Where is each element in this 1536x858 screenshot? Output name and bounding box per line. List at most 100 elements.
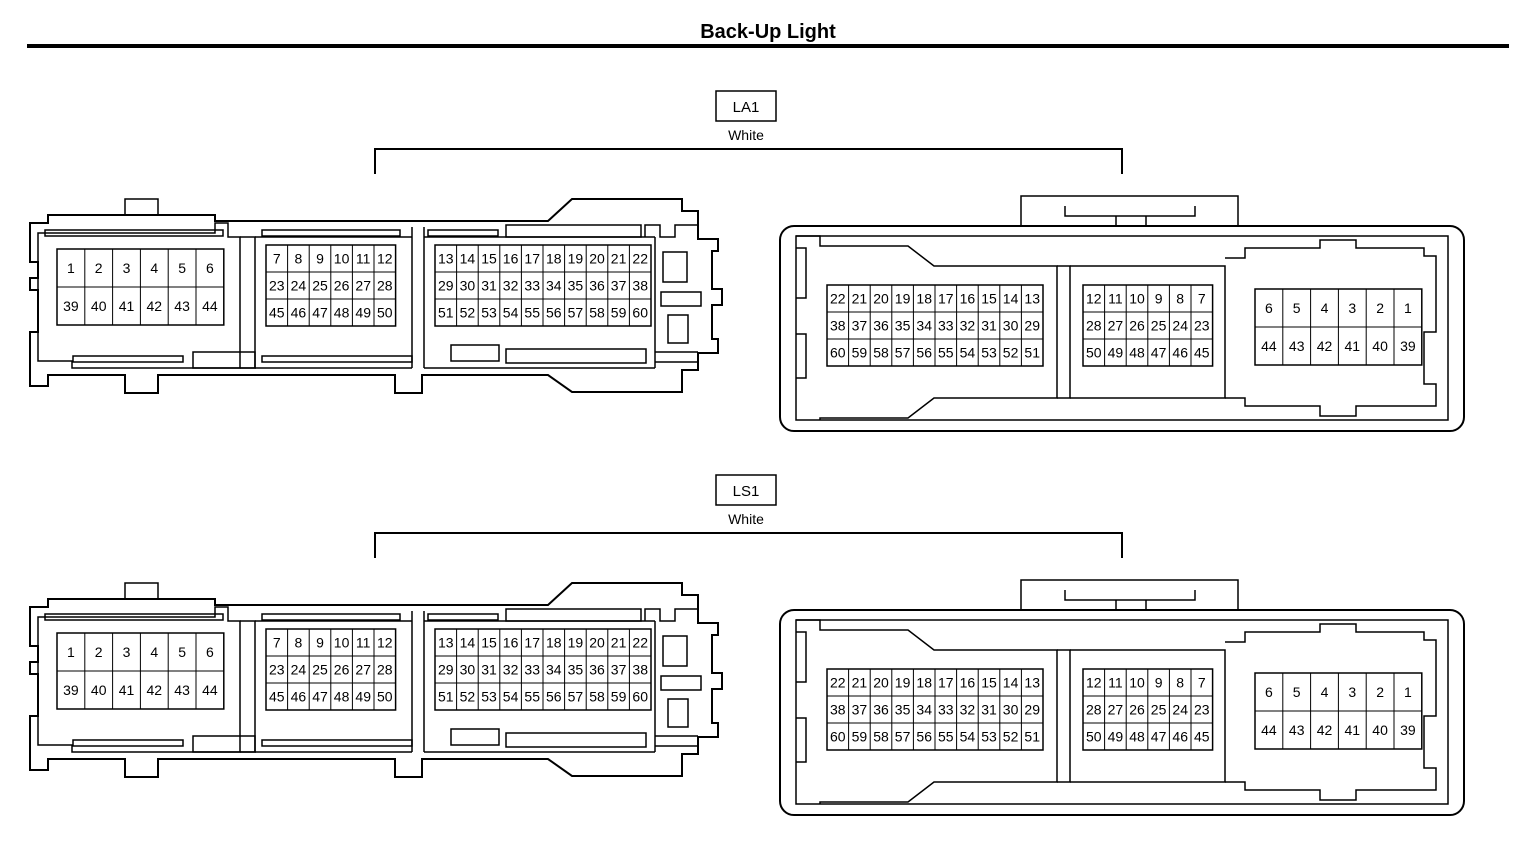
connector-bracket [374,148,1123,174]
pin-number: 53 [481,689,497,705]
pin-number: 43 [174,682,190,698]
pin-number: 27 [355,278,371,294]
pin-number: 37 [852,702,868,718]
pin-number: 18 [916,675,932,691]
pin-number: 12 [1086,291,1102,307]
pin-number: 50 [1086,729,1102,745]
pin-number: 26 [334,278,350,294]
pin-number: 13 [1024,291,1040,307]
pin-number: 9 [316,251,324,267]
pin-number: 12 [1086,675,1102,691]
pin-number: 33 [938,318,954,334]
pin-number: 36 [873,318,889,334]
pin-number: 11 [1108,675,1123,691]
pin-number: 57 [895,345,911,361]
pin-number: 42 [1317,338,1333,354]
pin-number: 12 [377,251,393,267]
pin-number: 10 [1129,675,1145,691]
pin-number: 20 [589,251,605,267]
pin-number: 30 [1003,702,1019,718]
pin-number: 24 [1172,318,1188,334]
pin-number: 55 [938,729,954,745]
pin-number: 17 [938,675,954,691]
pin-number: 22 [632,251,648,267]
pin-number: 58 [589,689,605,705]
pin-number: 2 [95,644,103,660]
pin-number: 15 [981,675,997,691]
pin-number: 23 [269,662,285,678]
pin-number: 36 [873,702,889,718]
connector-color: White [728,127,764,143]
pin-number: 6 [206,644,214,660]
pin-number: 16 [960,291,976,307]
pin-number: 21 [852,675,868,691]
pin-number: 29 [1024,702,1040,718]
pin-number: 38 [632,278,648,294]
pin-number: 40 [1372,722,1388,738]
pin-number: 19 [895,675,911,691]
pin-number: 51 [438,305,454,321]
pin-number: 14 [1003,291,1019,307]
pin-number: 20 [873,675,889,691]
pin-number: 41 [119,682,135,698]
pin-number: 13 [438,635,454,651]
pin-number: 3 [123,644,131,660]
pin-number: 48 [334,305,350,321]
pin-number: 37 [611,278,627,294]
pin-number: 59 [852,345,868,361]
pin-number: 23 [269,278,285,294]
pin-number: 28 [377,662,393,678]
pin-number: 55 [938,345,954,361]
pin-number: 2 [1376,684,1384,700]
pin-number: 27 [1108,702,1124,718]
pin-number: 57 [568,305,584,321]
pin-number: 7 [273,251,281,267]
pin-number: 54 [503,689,519,705]
pin-number: 19 [895,291,911,307]
pin-number: 40 [1372,338,1388,354]
pin-number: 49 [355,689,371,705]
pin-number: 42 [1317,722,1333,738]
diagram-title: Back-Up Light [700,21,836,43]
pin-number: 43 [1289,338,1305,354]
pin-number: 52 [1003,729,1019,745]
pin-number: 56 [916,729,932,745]
pin-number: 29 [1024,318,1040,334]
pin-number: 7 [1198,675,1206,691]
pin-number: 19 [568,251,584,267]
pin-number: 35 [568,662,584,678]
pin-number: 47 [312,689,328,705]
pin-number: 54 [960,345,976,361]
pin-number: 11 [356,251,371,267]
pin-number: 25 [1151,702,1167,718]
pin-number: 10 [1129,291,1145,307]
pin-number: 45 [1194,345,1210,361]
pin-number: 41 [119,298,135,314]
pin-number: 28 [377,278,393,294]
pin-number: 34 [916,702,932,718]
pin-number: 60 [632,305,648,321]
pin-number: 15 [481,635,497,651]
pin-number: 35 [895,702,911,718]
pin-number: 39 [1400,722,1416,738]
pin-number: 53 [981,729,997,745]
pin-number: 4 [1321,300,1329,316]
pin-number: 40 [91,682,107,698]
pin-number: 43 [1289,722,1305,738]
pin-number: 36 [589,662,605,678]
pin-number: 9 [316,635,324,651]
pin-number: 8 [295,635,303,651]
pin-number: 17 [938,291,954,307]
pin-number: 50 [377,305,393,321]
pin-number: 26 [1129,318,1145,334]
pin-number: 2 [95,260,103,276]
pin-number: 6 [1265,684,1273,700]
pin-number: 44 [1261,338,1277,354]
pin-number: 50 [377,689,393,705]
